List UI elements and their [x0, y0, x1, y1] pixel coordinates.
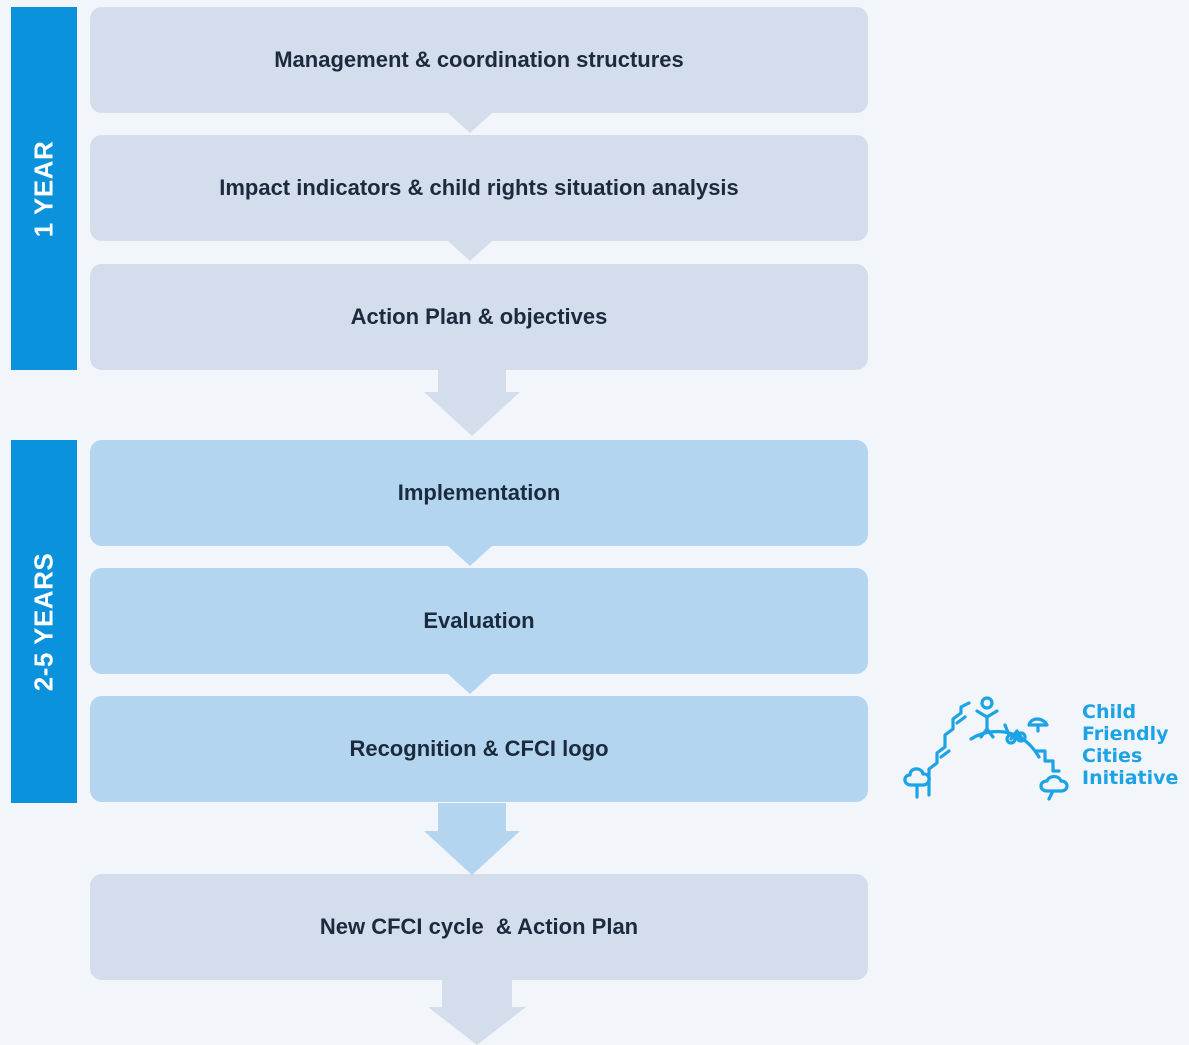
- step-action-plan: Action Plan & objectives: [90, 264, 868, 370]
- step-recognition: Recognition & CFCI logo: [90, 696, 868, 802]
- chevron-connector-1: [448, 113, 492, 133]
- step-management-coordination: Management & coordination structures: [90, 7, 868, 113]
- down-arrow-icon: [424, 803, 520, 875]
- step-label: New CFCI cycle & Action Plan: [319, 914, 639, 939]
- down-arrow-icon: [428, 980, 526, 1045]
- phase-label-2-5-years: 2-5 YEARS: [28, 552, 59, 691]
- chevron-connector-4: [448, 674, 492, 694]
- chevron-connector-3: [448, 546, 492, 566]
- step-label: Implementation: [397, 480, 561, 505]
- cfci-logo: Child Friendly Cities Initiative: [897, 695, 1187, 805]
- logo-line: Initiative: [1082, 767, 1179, 789]
- chevron-connector-2: [448, 241, 492, 261]
- phase-bar-2-5-years: 2-5 YEARS: [11, 440, 77, 803]
- step-evaluation: Evaluation: [90, 568, 868, 674]
- logo-line: Cities: [1082, 745, 1143, 767]
- step-impact-indicators: Impact indicators & child rights situati…: [90, 135, 868, 241]
- step-new-cycle: New CFCI cycle & Action Plan: [90, 874, 868, 980]
- step-label: Evaluation: [423, 608, 535, 633]
- logo-line: Child: [1082, 701, 1137, 723]
- step-label: Impact indicators & child rights situati…: [219, 175, 739, 200]
- logo-line: Friendly: [1082, 723, 1169, 745]
- logo-wordmark: Child Friendly Cities Initiative: [1082, 701, 1178, 789]
- step-label: Recognition & CFCI logo: [349, 736, 609, 761]
- phase-bar-1-year: 1 YEAR: [11, 7, 77, 370]
- down-arrow-icon: [424, 370, 520, 436]
- child-friendly-city-icon: [903, 696, 1069, 801]
- step-label: Management & coordination structures: [274, 47, 684, 72]
- step-implementation: Implementation: [90, 440, 868, 546]
- step-label: Action Plan & objectives: [350, 304, 608, 329]
- phase-label-1-year: 1 YEAR: [28, 140, 59, 237]
